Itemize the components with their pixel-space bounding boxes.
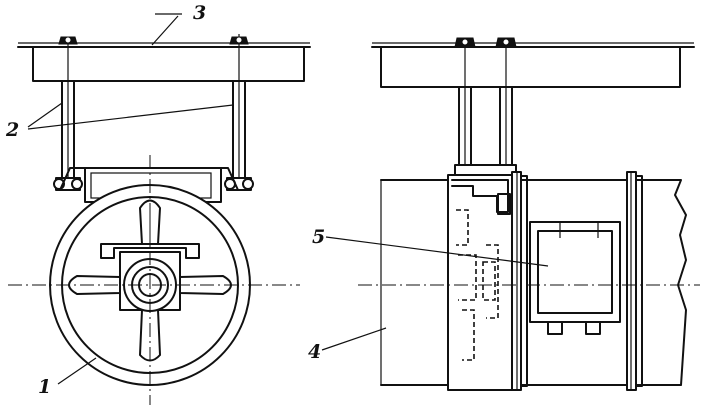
callout-5: 5 <box>312 226 325 248</box>
leader-5 <box>325 236 549 267</box>
suspension-rod-right-b <box>495 37 517 175</box>
callout-2: 2 <box>5 119 19 141</box>
flange-left <box>511 171 528 391</box>
suspension-rod-right-a <box>454 37 476 175</box>
leader-2b <box>27 104 234 130</box>
electric-drive <box>529 221 621 335</box>
callout-4: 4 <box>308 341 321 363</box>
suspension-rod-left-b <box>224 34 254 191</box>
flange-right <box>626 171 643 391</box>
valve-housing <box>447 174 513 391</box>
leader-4 <box>321 327 387 351</box>
leader-2a <box>27 102 63 128</box>
ceiling-slab-left <box>17 42 311 82</box>
ceiling-slab-right <box>371 42 695 88</box>
leader-1 <box>57 357 97 385</box>
leader-3 <box>151 15 179 46</box>
right-view <box>321 37 700 391</box>
callout-3: 3 <box>193 2 206 24</box>
callout-1: 1 <box>38 376 51 398</box>
pipe-body <box>380 179 687 386</box>
left-view <box>8 13 311 405</box>
